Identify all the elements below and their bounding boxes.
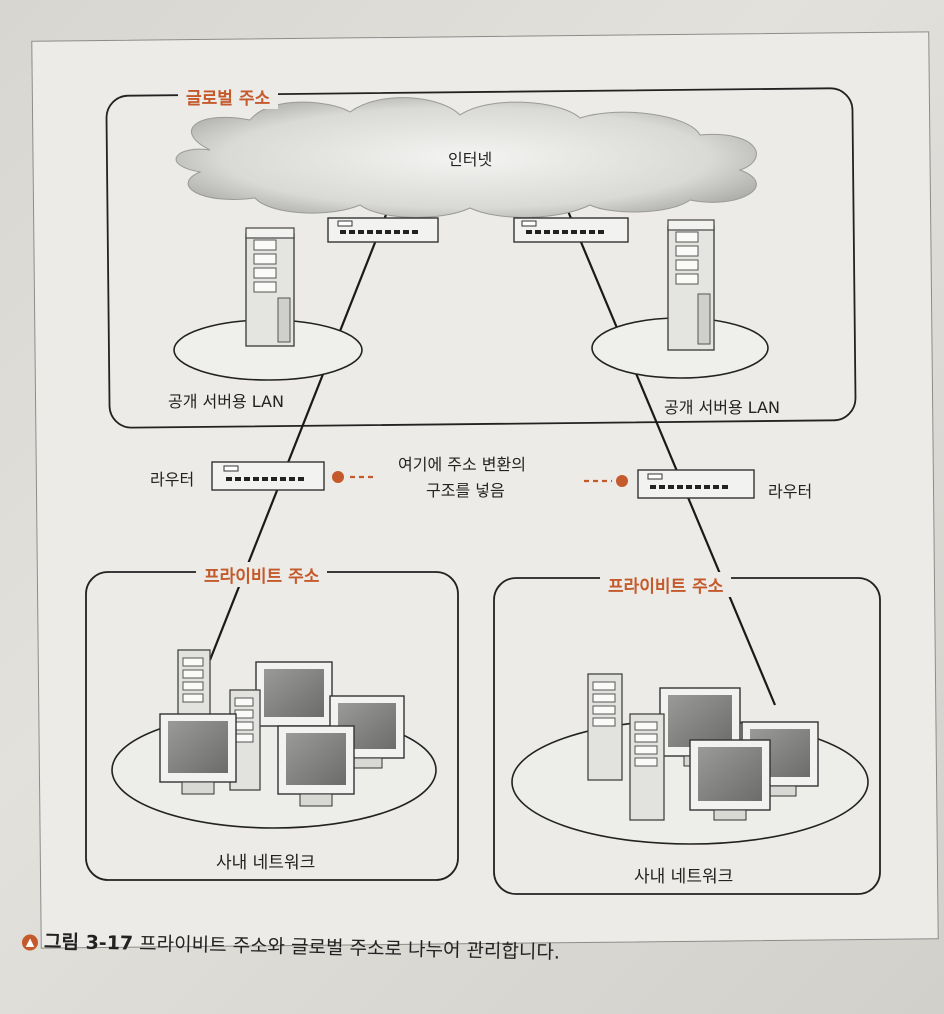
global-address-box [105, 87, 857, 429]
switch-right [513, 217, 629, 243]
server-left [245, 227, 295, 347]
figure-number: 그림 3-17 [43, 930, 134, 955]
private-left-devices [159, 649, 405, 807]
internet-label: 인터넷 [448, 150, 493, 169]
private-right-title: 프라이비트 주소 [600, 572, 732, 597]
global-address-title: 글로벌 주소 [178, 84, 279, 109]
note-pointer-left [332, 471, 376, 483]
switch-left [327, 217, 439, 243]
private-left-title: 프라이비트 주소 [196, 562, 328, 587]
note-pointer-right [584, 475, 628, 487]
note-line-2: 구조를 넣음 [426, 481, 505, 500]
public-lan-left-label: 공개 서버용 LAN [168, 392, 284, 411]
public-lan-right-label: 공개 서버용 LAN [664, 398, 780, 417]
router-right-label: 라우터 [768, 482, 813, 501]
private-left-network-label: 사내 네트워크 [216, 853, 316, 873]
up-arrow-icon: ▲ [21, 933, 39, 951]
internet-cloud [175, 97, 757, 218]
note-line-1: 여기에 주소 변환의 [398, 455, 526, 474]
router-left [211, 461, 325, 491]
private-right-devices [587, 673, 819, 821]
router-left-label: 라우터 [150, 470, 195, 489]
router-right [637, 469, 755, 499]
private-right-network-label: 사내 네트워크 [634, 867, 734, 887]
server-right [667, 219, 715, 351]
